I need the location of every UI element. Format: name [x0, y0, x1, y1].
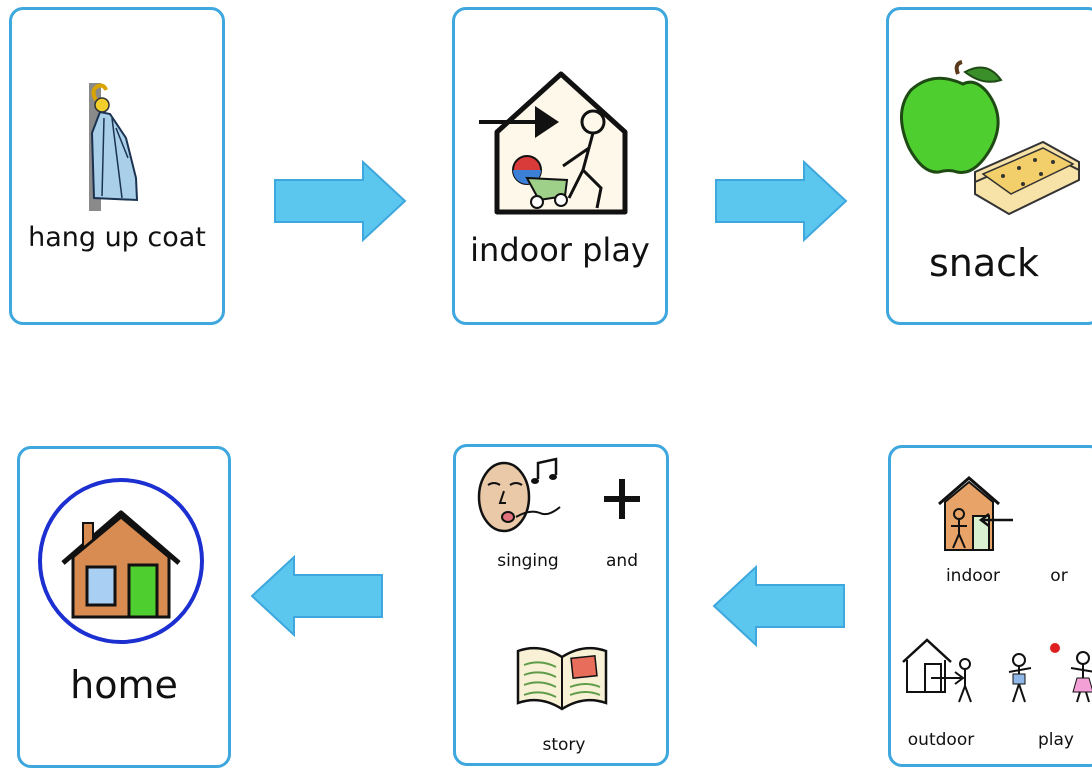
arrow-right-icon: [274, 159, 407, 243]
arrow-left-icon: [250, 554, 383, 638]
children-playing-ball-icon: [1008, 643, 1092, 703]
open-book-icon: [516, 646, 608, 711]
arrow-right-icon: [715, 159, 848, 243]
card-label: home: [70, 663, 178, 707]
or-label: or: [1050, 566, 1068, 586]
home-house-icon: [38, 478, 204, 644]
indoor-label: indoor: [945, 566, 1001, 586]
card-snack: snack: [886, 7, 1092, 325]
card-singing-and-story: singing and story: [453, 444, 669, 766]
child-playing-in-house-icon: [479, 71, 628, 215]
arrow-left-icon: [712, 564, 845, 648]
indoor-house-icon: [938, 476, 1013, 551]
card-indoor-play: indoor play: [452, 7, 668, 325]
play-label: play: [1038, 730, 1074, 750]
apple-and-biscuit-icon: [899, 60, 1080, 216]
card-label: indoor play: [470, 231, 650, 269]
card-indoor-or-outdoor-play: indoor or outdoor play: [888, 445, 1092, 767]
outdoor-house-icon: [902, 638, 972, 703]
card-home: home: [17, 446, 231, 768]
and-label: and: [606, 551, 638, 571]
card-hang-up-coat: hang up coat: [9, 7, 225, 325]
singing-face-icon: [477, 457, 561, 533]
card-label: snack: [928, 241, 1040, 285]
story-label: story: [542, 735, 586, 755]
coat-on-hook-icon: [89, 83, 139, 211]
outdoor-label: outdoor: [907, 730, 975, 750]
plus-icon: [604, 479, 640, 519]
card-label: hang up coat: [28, 222, 206, 253]
singing-label: singing: [497, 551, 559, 571]
